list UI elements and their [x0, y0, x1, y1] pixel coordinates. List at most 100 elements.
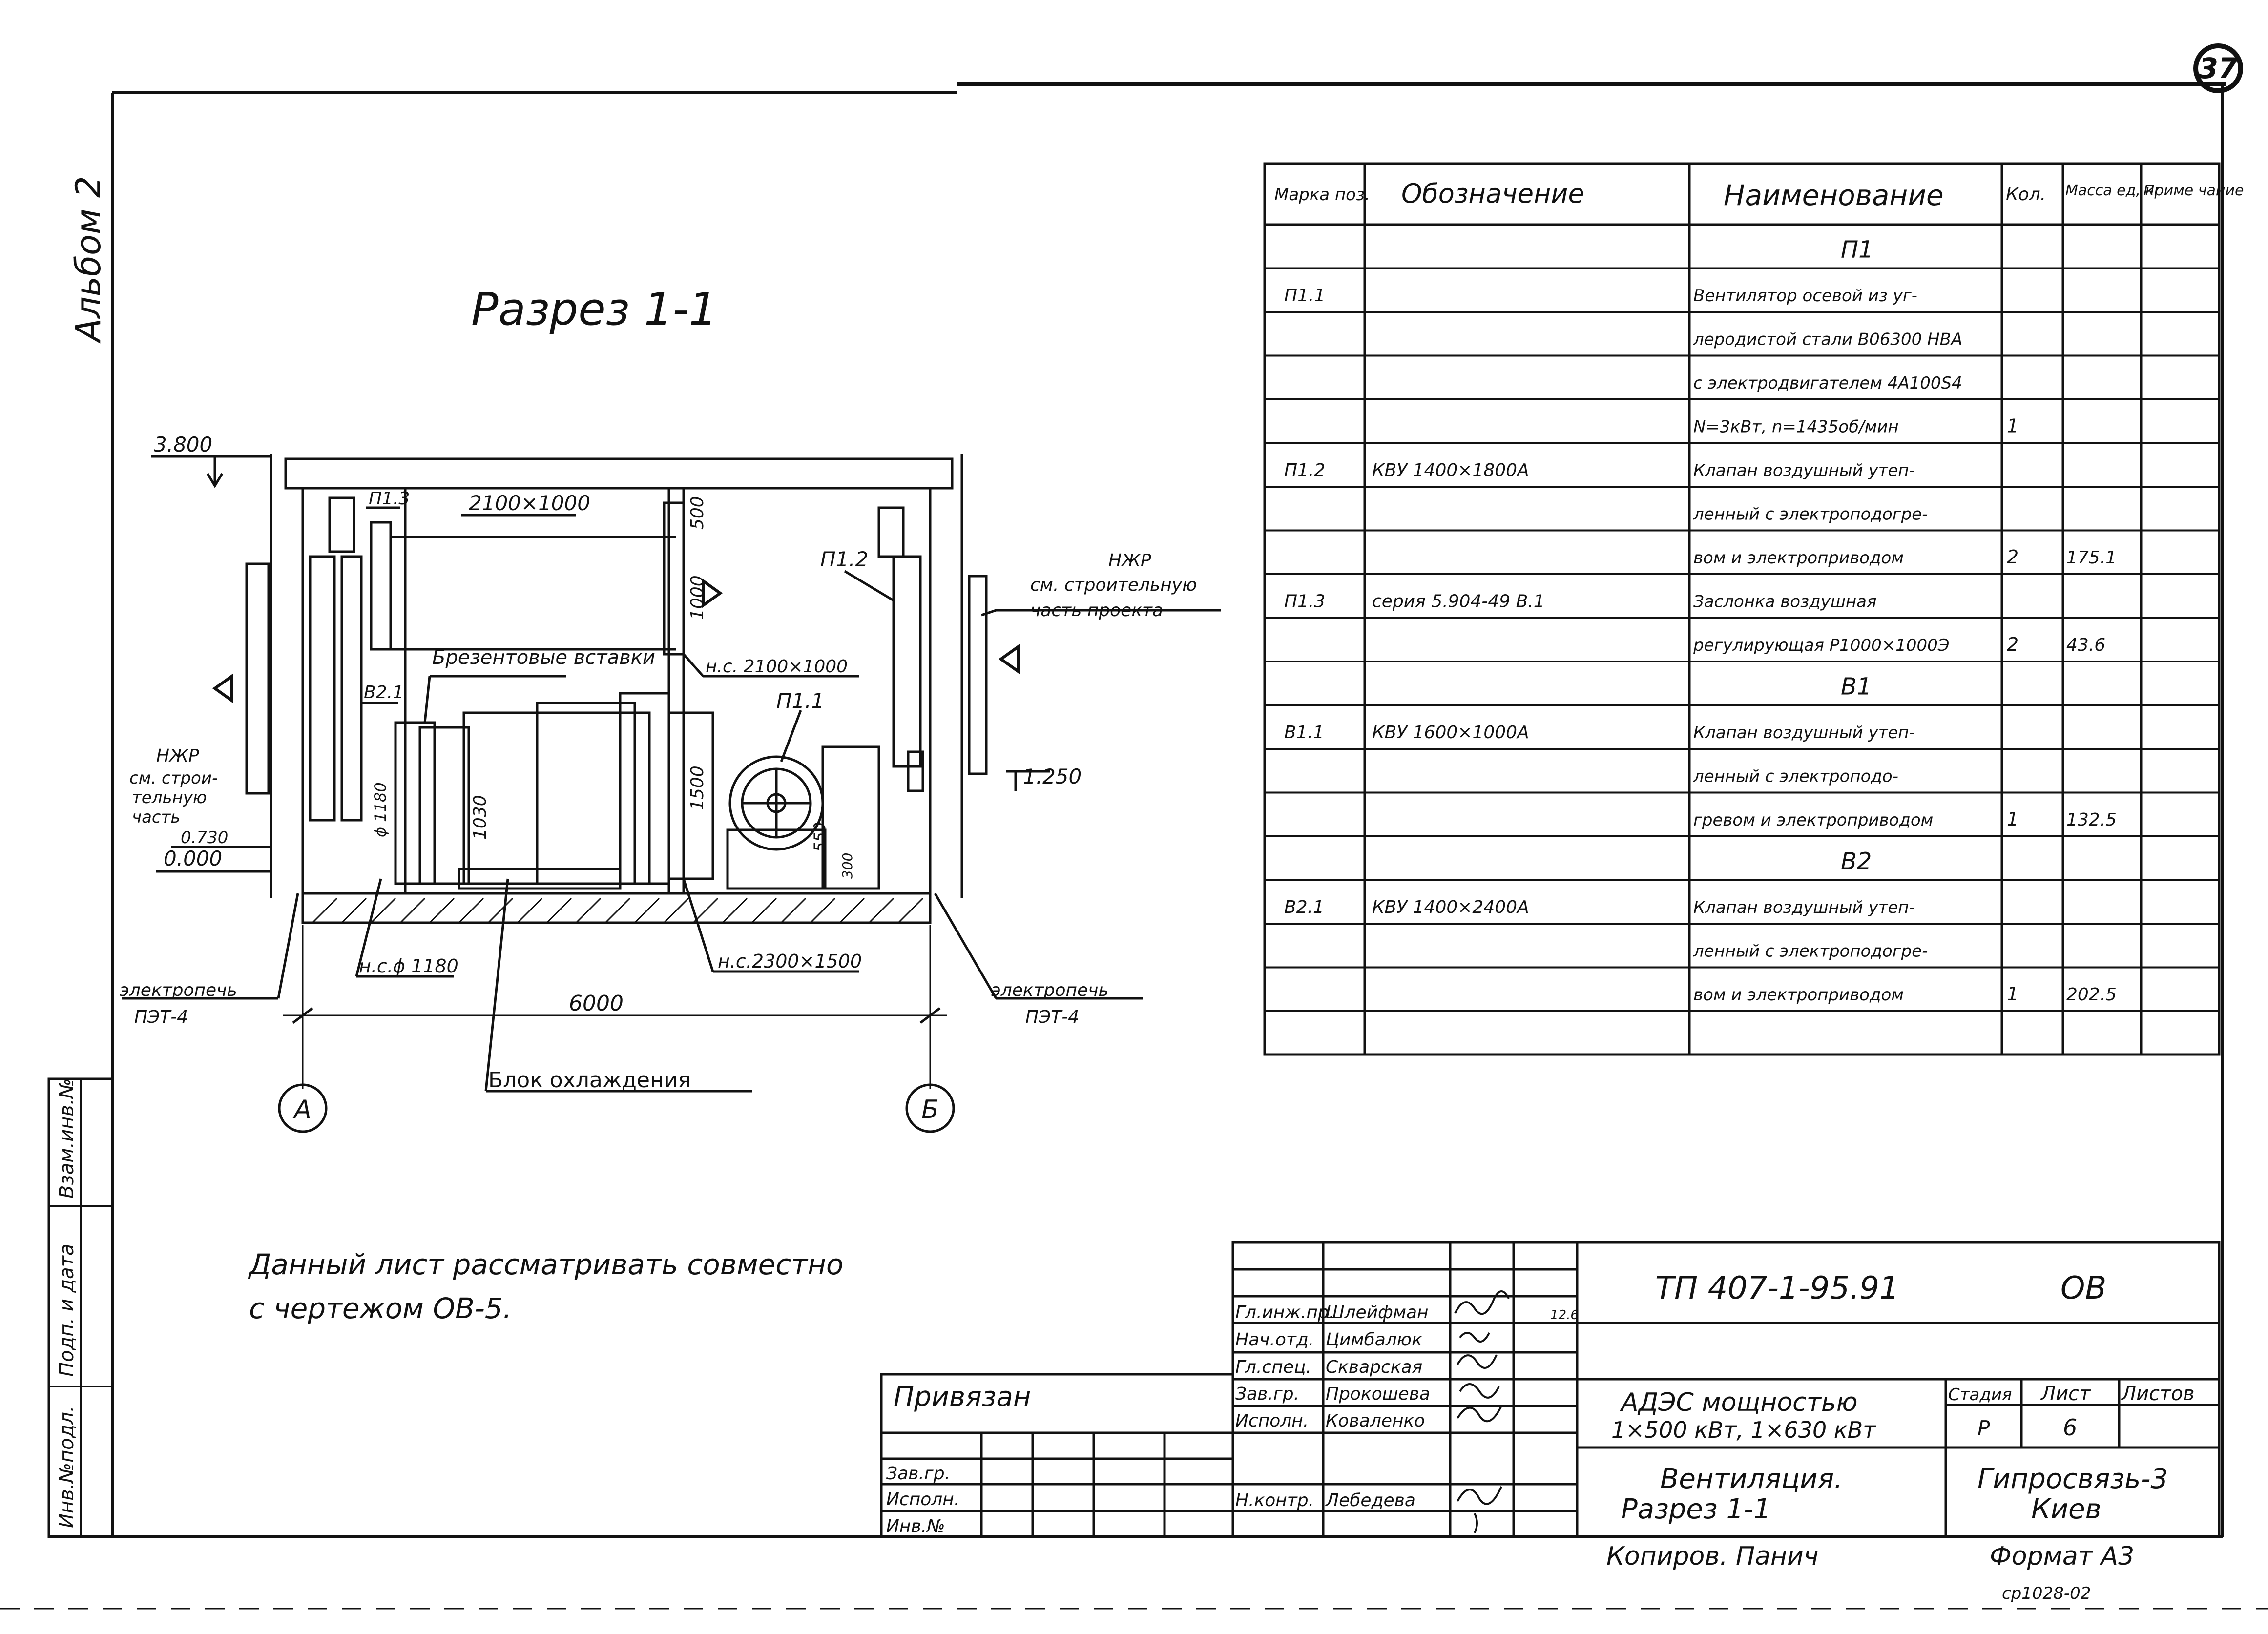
doc-code: ТП 407-1-95.91 — [1655, 1270, 1899, 1306]
spec-cell: КВУ 1600×1000А — [1372, 723, 1529, 743]
bound-label: Привязан — [894, 1381, 1031, 1413]
roof-slab — [284, 457, 954, 490]
nc-2300-label: н.с.2300×1500 — [718, 951, 862, 972]
spec-cell: 1 — [2007, 808, 2018, 830]
role-name: Лебедева — [1325, 1490, 1415, 1510]
furnace-left-2: ПЭТ-4 — [134, 1007, 188, 1027]
sheet-value: 6 — [2063, 1414, 2077, 1441]
spec-cell: 202.5 — [2066, 985, 2117, 1005]
furnace-right-1: электропечь — [991, 980, 1109, 1000]
dim-500: 500 — [687, 496, 707, 530]
sheet-title-1: Вентиляция. — [1660, 1463, 1843, 1495]
stage-value: Р — [1977, 1416, 1990, 1440]
role-name: Коваленко — [1326, 1411, 1425, 1431]
level-mid: 0.730 — [181, 828, 228, 848]
level-zero: 0.000 — [164, 847, 222, 870]
spec-cell: Клапан воздушный утеп- — [1693, 898, 1915, 917]
spec-cell: 175.1 — [2066, 548, 2117, 568]
axis-b-bubble — [905, 1083, 955, 1133]
spec-cell: Клапан воздушный утеп- — [1693, 723, 1915, 743]
left-role-3: Инв.№ — [886, 1516, 945, 1536]
spec-cell: 1 — [2007, 983, 2018, 1005]
right-louvre — [968, 575, 988, 775]
spec-header-designation: Обозначение — [1401, 178, 1584, 209]
spec-cell: леродистой стали В06300 НВА — [1693, 330, 1962, 350]
spec-cell: ленный с электроподо- — [1693, 767, 1898, 786]
dim-550: 550 — [811, 822, 829, 852]
njr-right-2: см. строительную — [1030, 575, 1197, 595]
sheet-title-2: Разрез 1-1 — [1621, 1493, 1771, 1525]
spec-header-qty: Кол. — [2006, 185, 2046, 205]
spec-cell: вом и электроприводом — [1693, 548, 1904, 568]
side-stamp: Инв.№подл. Подп. и дата Взам.инв.№ — [47, 1077, 114, 1538]
spec-cell: серия 5.904-49 В.1 — [1372, 592, 1545, 612]
spec-cell: Клапан воздушный утеп- — [1693, 461, 1915, 480]
spec-header-mark: Марка поз. — [1274, 185, 1370, 205]
damper-p12 — [892, 555, 922, 768]
spec-cell: с электродвигателем 4А100S4 — [1693, 373, 1962, 393]
axis-a: А — [292, 1095, 312, 1124]
signatures — [1454, 1290, 1510, 1533]
project-line-2: 1×500 кВт, 1×630 кВт — [1611, 1417, 1876, 1443]
role-title: Зав.гр. — [1235, 1384, 1299, 1404]
section-title: Разрез 1-1 — [471, 283, 717, 335]
furnace-left-1: электропечь — [120, 980, 237, 1000]
doc-mark: ОВ — [2060, 1270, 2106, 1306]
spec-cell: В1 — [1841, 673, 1872, 701]
axis-a-bubble — [278, 1083, 328, 1133]
org-line-2: Киев — [2031, 1493, 2102, 1525]
role-name: Шлейфман — [1326, 1303, 1429, 1323]
left-role-1: Зав.гр. — [886, 1464, 950, 1484]
spec-cell: П1.3 — [1284, 592, 1325, 612]
side-stamp-replace: Взам.инв.№ — [56, 1078, 78, 1199]
duct-top-size: 2100×1000 — [469, 491, 590, 515]
date-mark: 12.6 — [1550, 1308, 1579, 1323]
cooling-block-label: Блок охлаждения — [488, 1068, 691, 1093]
copied-by: Копиров. Панич — [1606, 1542, 1819, 1571]
spec-cell: ленный с электроподогре- — [1693, 505, 1928, 524]
spec-cell: Заслонка воздушная — [1693, 592, 1876, 612]
spec-cell: В2 — [1841, 848, 1872, 875]
njr-left-3: тельную — [132, 788, 207, 807]
cooling-block — [462, 711, 651, 885]
role-title: Н.контр. — [1235, 1490, 1314, 1510]
tag-p12: П1.2 — [820, 547, 868, 571]
spec-cell: В1.1 — [1284, 723, 1324, 743]
dim-1180: ϕ 1180 — [371, 782, 390, 837]
spec-cell: П1 — [1841, 236, 1873, 264]
spec-cell: 132.5 — [2066, 810, 2117, 830]
dim-1500: 1500 — [687, 765, 707, 810]
role-name: Скварская — [1326, 1357, 1422, 1377]
level-top: 3.800 — [154, 433, 212, 456]
tag-b21: В2.1 — [364, 683, 404, 703]
note-line-2: с чертежом ОВ-5. — [249, 1292, 512, 1325]
njr-left-4: часть — [132, 807, 180, 827]
nc-1180-label: н.с.ϕ 1180 — [359, 955, 458, 977]
spec-header-note: Приме чание — [2143, 182, 2244, 199]
floor-slab — [301, 892, 932, 924]
dim-1030: 1030 — [470, 795, 490, 840]
page-number-badge: 37 — [2193, 43, 2243, 93]
footer-code: ср1028-02 — [2002, 1584, 2091, 1603]
spec-cell: В2.1 — [1284, 897, 1324, 917]
section-drawing — [122, 454, 1221, 1133]
spec-cell: КВУ 1400×1800А — [1372, 460, 1529, 480]
spec-cell: ленный с электроподогре- — [1693, 942, 1928, 961]
org-line-1: Гипросвязь-3 — [1977, 1463, 2168, 1495]
role-title: Исполн. — [1235, 1411, 1309, 1431]
role-title: Нач.отд. — [1235, 1330, 1314, 1350]
left-role-2: Исполн. — [886, 1489, 959, 1510]
nc-2100-label: н.с. 2100×1000 — [706, 657, 848, 677]
spec-cell: П1.2 — [1284, 460, 1325, 480]
spec-cell: 1 — [2007, 415, 2018, 437]
canvas-inserts-label: Брезентовые вставки — [432, 646, 655, 669]
side-stamp-inv: Инв.№подл. — [56, 1406, 78, 1528]
spec-cell: П1.1 — [1284, 286, 1325, 306]
tag-p11: П1.1 — [776, 689, 824, 713]
spec-cell: вом и электроприводом — [1693, 985, 1904, 1005]
sheet-label: Лист — [2040, 1383, 2091, 1405]
spec-cell: 43.6 — [2066, 635, 2105, 655]
fan-p11 — [726, 745, 880, 890]
